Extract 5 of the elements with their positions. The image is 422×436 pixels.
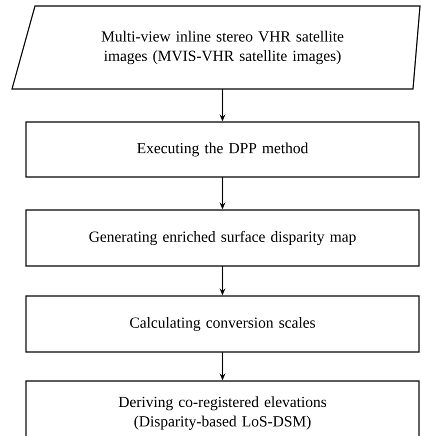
process-box: Executing the DPP method [25, 121, 420, 178]
input-parallelogram: Multi-view inline stereo VHR satellite images (MVIS-VHR satellite images) [11, 5, 421, 90]
process-box: Generating enriched surface disparity map [25, 209, 420, 267]
process-box: Calculating conversion scales [25, 295, 420, 353]
process-box: Deriving co-registered elevations (Disparity-based LoS-DSM) [25, 380, 420, 436]
